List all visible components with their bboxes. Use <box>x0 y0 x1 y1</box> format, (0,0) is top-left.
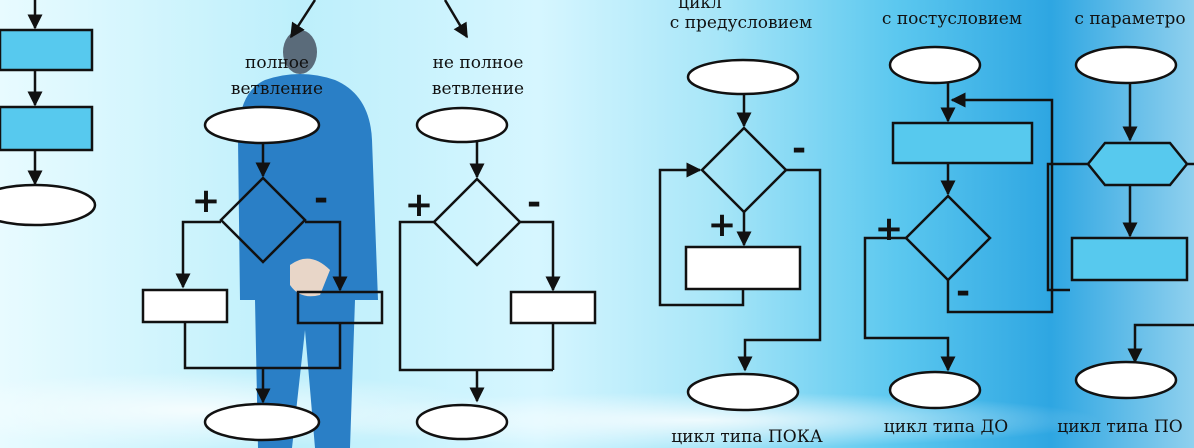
loop-for-label: цикл типа ПО <box>1057 417 1182 437</box>
partial-branch-label-2: ветвление <box>432 79 524 99</box>
plus-sign: + <box>875 209 904 249</box>
minus-sign: - <box>314 179 328 219</box>
businessman-figure <box>238 30 378 448</box>
partial-branch-label: не полное <box>433 53 524 73</box>
while-loop-chart <box>658 58 822 412</box>
full-branch-label: полное <box>245 53 309 73</box>
minus-sign: - <box>956 272 970 312</box>
full-branch-label-2: ветвление <box>231 79 323 99</box>
minus-sign: - <box>792 129 806 169</box>
plus-sign: + <box>192 181 221 221</box>
parameter-label: с параметро <box>1074 9 1185 29</box>
for-loop-chart <box>1046 45 1194 400</box>
loop-while-label: цикл типа ПОКА <box>671 427 823 447</box>
partial-branch-chart <box>398 106 597 441</box>
plus-sign: + <box>405 185 434 225</box>
pre-condition-label: с предусловием <box>670 13 812 33</box>
minus-sign: - <box>527 183 541 223</box>
post-condition-label: с постусловием <box>882 9 1022 29</box>
plus-sign: + <box>708 205 737 245</box>
loop-heading-cut: цикл <box>678 0 722 13</box>
until-loop-chart <box>863 45 1054 410</box>
sequence-fragment <box>0 0 97 227</box>
loop-until-label: цикл типа ДО <box>884 417 1008 437</box>
full-branch-chart <box>141 105 384 442</box>
